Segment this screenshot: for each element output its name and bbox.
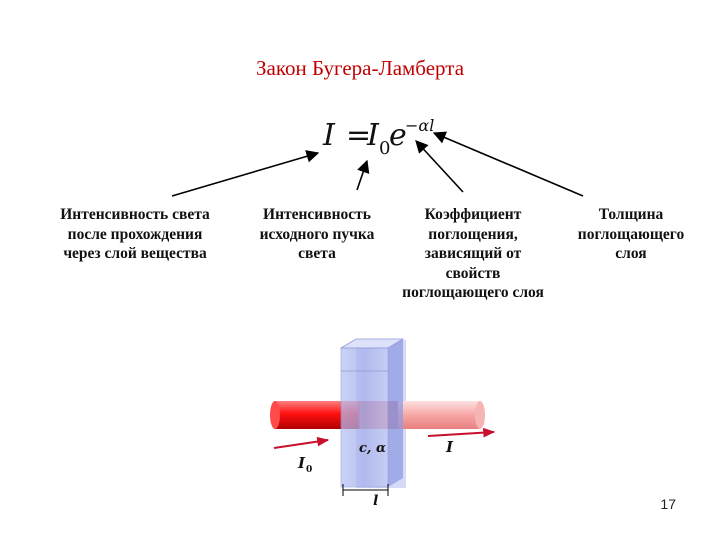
- transmitted-beam: [398, 401, 480, 429]
- pointer-arrow-coefficient: [416, 141, 463, 192]
- incident-direction-arrow: [274, 440, 328, 448]
- pointer-arrow-output: [172, 153, 318, 196]
- incident-intensity-subscript: 0: [306, 465, 312, 475]
- transmitted-direction-arrow: [428, 432, 494, 436]
- pointer-arrow-thickness: [434, 133, 583, 196]
- transmitted-beam-end: [475, 401, 485, 429]
- slide-number: 17: [660, 496, 676, 512]
- thickness-label: l: [373, 493, 378, 509]
- cuvette-side: [388, 339, 403, 487]
- incident-intensity-label: I: [297, 454, 306, 472]
- transmitted-intensity-label: I: [445, 438, 454, 456]
- pointer-arrow-incident: [357, 161, 367, 190]
- medium-concentration-label: c, α: [359, 441, 386, 456]
- incident-beam-end: [270, 401, 280, 429]
- cuvette-front: [341, 348, 388, 487]
